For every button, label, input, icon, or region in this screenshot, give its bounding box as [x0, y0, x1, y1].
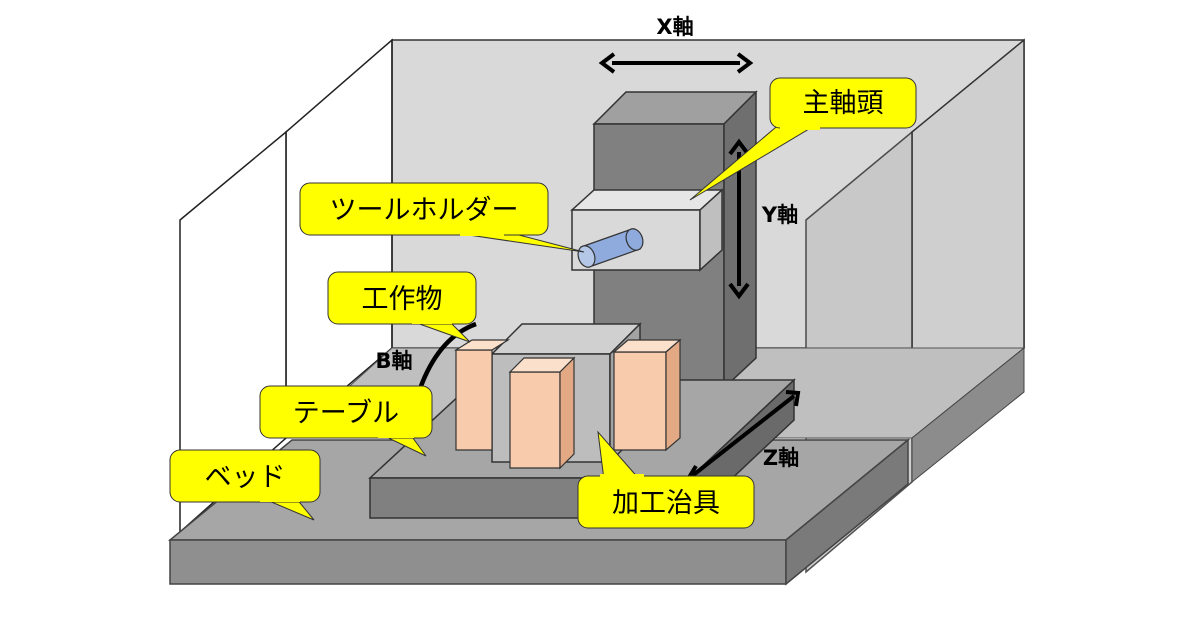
y-axis-arrow: [728, 138, 750, 300]
y-axis-label: Y軸: [761, 203, 798, 227]
tool-holder-icon: [577, 228, 644, 268]
callout-tool-holder: ツールホルダー: [299, 182, 585, 253]
table-label: テーブル: [293, 398, 399, 429]
z-axis-label: Z軸: [763, 446, 799, 470]
bed-side: [785, 438, 909, 586]
callout-workpiece: 工作物: [327, 271, 477, 343]
b-axis-label: B軸: [375, 349, 412, 373]
fixture-label: 加工治具: [612, 488, 720, 519]
x-axis-arrow: [598, 52, 754, 74]
tool-holder-label: ツールホルダー: [330, 195, 519, 226]
workpiece-center: [508, 356, 576, 470]
workpiece-label: 工作物: [362, 284, 443, 315]
enclosure-floor-edge: [911, 346, 1025, 484]
callout-bed: ベッド: [169, 449, 321, 521]
callout-table: テーブル: [259, 385, 433, 457]
x-axis-label: X軸: [656, 15, 693, 39]
workpiece-right: [612, 338, 682, 452]
spindle-head-label: 主軸頭: [803, 88, 884, 119]
spindle-head-side: [699, 188, 723, 272]
callout-fixture: 加工治具: [577, 430, 755, 529]
workpiece-left: [453, 339, 511, 451]
bed-label: ベッド: [205, 462, 286, 493]
callout-spindle-head: 主軸頭: [689, 77, 917, 201]
bed-front: [169, 539, 787, 585]
